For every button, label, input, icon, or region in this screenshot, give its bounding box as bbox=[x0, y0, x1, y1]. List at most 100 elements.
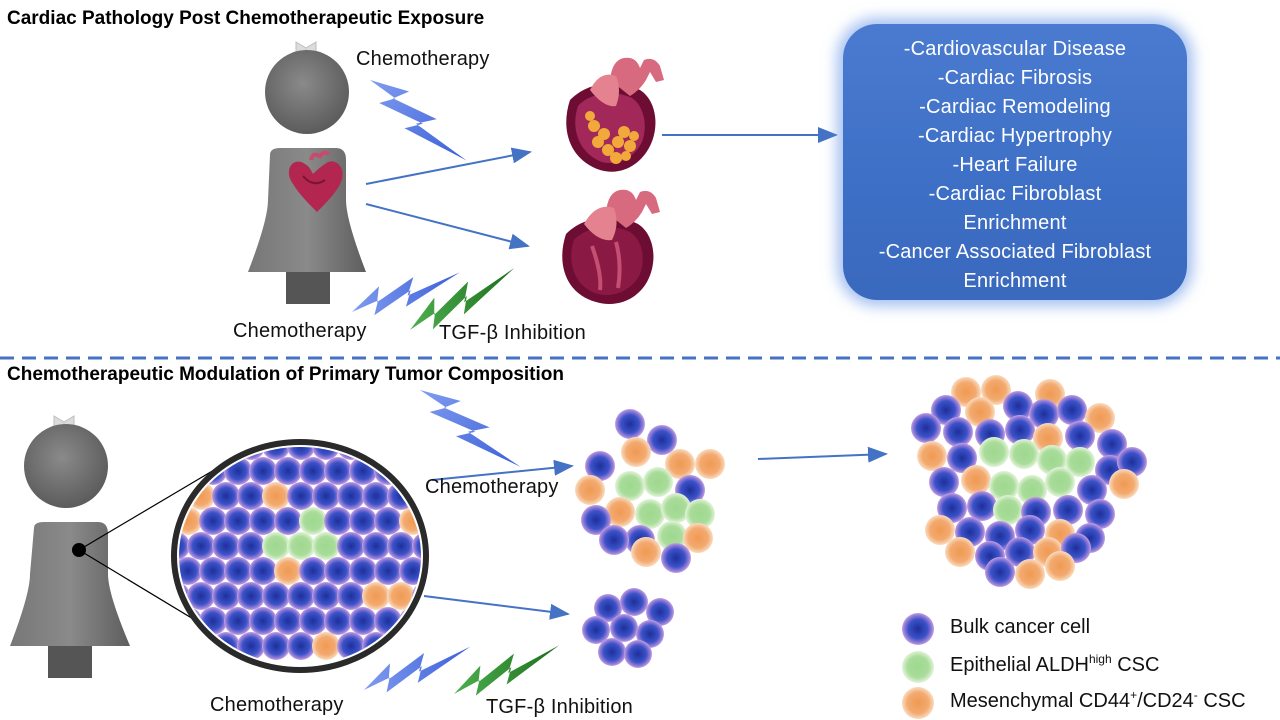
bulk-cell bbox=[620, 588, 648, 616]
bulk-cell bbox=[412, 632, 421, 660]
bulk-cell bbox=[187, 532, 215, 560]
bulk-cell bbox=[646, 598, 674, 626]
bulk-cell bbox=[1077, 475, 1107, 505]
epithelial-cell bbox=[989, 471, 1019, 501]
bulk-cell bbox=[237, 532, 265, 560]
bulk-cell bbox=[262, 582, 290, 610]
bulk-cell bbox=[349, 557, 377, 585]
bulk-cell bbox=[598, 638, 626, 666]
bulk-cell bbox=[1057, 395, 1087, 425]
bulk-cell bbox=[224, 607, 252, 635]
bulk-cell bbox=[212, 532, 240, 560]
bulk-cell bbox=[199, 557, 227, 585]
bulk-cell bbox=[412, 447, 421, 460]
zoom-line bbox=[78, 469, 215, 551]
mesenchymal-cell bbox=[1085, 403, 1115, 433]
epithelial-cell bbox=[1065, 447, 1095, 477]
bulk-cell bbox=[337, 482, 365, 510]
section-title-tumor: Chemotherapeutic Modulation of Primary T… bbox=[7, 364, 565, 385]
bulk-cell bbox=[324, 607, 352, 635]
bulk-cell bbox=[399, 457, 421, 485]
bulk-cell bbox=[1085, 499, 1115, 529]
outcome-item: -Cardiac Hypertrophy bbox=[917, 125, 1113, 147]
bulk-cell bbox=[581, 505, 611, 535]
bulk-cell bbox=[931, 395, 961, 425]
bulk-cell bbox=[179, 447, 190, 460]
mesenchymal-cell bbox=[1109, 469, 1139, 499]
mesenchymal-cell bbox=[961, 465, 991, 495]
mesenchymal-cell bbox=[362, 582, 390, 610]
bulk-cell bbox=[262, 447, 290, 460]
outcome-item: Enrichment bbox=[963, 270, 1067, 292]
mesenchymal-cell bbox=[179, 632, 190, 660]
bulk-cell bbox=[985, 557, 1015, 587]
epithelial-cell bbox=[287, 532, 315, 560]
mesenchymal-cell bbox=[945, 537, 975, 567]
bulk-cell bbox=[299, 607, 327, 635]
epithelial-cell bbox=[615, 471, 645, 501]
epithelial-cell bbox=[312, 532, 340, 560]
arrow bbox=[757, 446, 888, 463]
epithelial-cell bbox=[979, 437, 1009, 467]
bulk-cell bbox=[274, 507, 302, 535]
bulk-cell bbox=[287, 482, 315, 510]
bulk-cell bbox=[594, 594, 622, 622]
outcome-item: -Cardiac Fibrosis bbox=[937, 67, 1093, 89]
bulk-cell bbox=[249, 507, 277, 535]
mesenchymal-cell bbox=[917, 441, 947, 471]
arrow bbox=[431, 459, 574, 481]
bulk-cell bbox=[312, 447, 340, 460]
label-chemotherapy: Chemotherapy bbox=[425, 476, 559, 498]
bulk-cell bbox=[1029, 399, 1059, 429]
bulk-cell bbox=[610, 614, 638, 642]
bulk-cell bbox=[299, 457, 327, 485]
bulk-cell bbox=[615, 409, 645, 439]
mesenchymal-cell bbox=[387, 582, 415, 610]
bulk-cell bbox=[274, 607, 302, 635]
bulk-cell bbox=[362, 532, 390, 560]
bulk-cell bbox=[224, 557, 252, 585]
bulk-cell bbox=[249, 457, 277, 485]
bulk-cell bbox=[349, 607, 377, 635]
label-chemotherapy: Chemotherapy bbox=[356, 48, 490, 70]
heart-icon bbox=[566, 57, 664, 172]
bulk-cell bbox=[1065, 421, 1095, 451]
arrow bbox=[423, 595, 570, 620]
mesenchymal-cell bbox=[605, 497, 635, 527]
mesenchymal-cell bbox=[981, 375, 1011, 405]
outcome-item: -Cardiac Remodeling bbox=[919, 96, 1111, 118]
bulk-cell bbox=[374, 557, 402, 585]
bulk-cell bbox=[1053, 495, 1083, 525]
heart-icon bbox=[562, 189, 660, 304]
epithelial-cell bbox=[635, 499, 665, 529]
heart-icon bbox=[288, 150, 343, 212]
tumor-magnified-view bbox=[171, 439, 452, 673]
epithelial-cell bbox=[643, 467, 673, 497]
mesenchymal-cell bbox=[925, 515, 955, 545]
label-tgf-beta-inhibition: TGF-β Inhibition bbox=[439, 322, 586, 344]
arrow bbox=[365, 203, 530, 250]
bulk-cell bbox=[212, 582, 240, 610]
label-tgf-beta-inhibition: TGF-β Inhibition bbox=[486, 696, 633, 718]
lightning-bolt-icon bbox=[370, 80, 467, 161]
mesenchymal-cell bbox=[312, 632, 340, 660]
bulk-cell bbox=[374, 507, 402, 535]
cardiac-outcomes-box: -Cardiovascular Disease -Cardiac Fibrosi… bbox=[843, 24, 1187, 300]
bulk-cell bbox=[224, 507, 252, 535]
person-silhouette-bottom bbox=[10, 415, 130, 678]
mesenchymal-cell bbox=[621, 437, 651, 467]
bulk-cell bbox=[1003, 391, 1033, 421]
epithelial-cell bbox=[262, 532, 290, 560]
bulk-cell bbox=[424, 607, 452, 635]
bulk-cell bbox=[937, 493, 967, 523]
mesenchymal-cell bbox=[695, 449, 725, 479]
bulk-cell bbox=[911, 413, 941, 443]
bulk-cell bbox=[387, 532, 415, 560]
epithelial-cell bbox=[685, 499, 715, 529]
bulk-cell bbox=[424, 507, 452, 535]
bulk-cell bbox=[287, 447, 315, 460]
bulk-cell bbox=[324, 507, 352, 535]
bulk-cell bbox=[212, 482, 240, 510]
mesenchymal-cell-icon bbox=[902, 687, 934, 719]
bulk-cell bbox=[967, 491, 997, 521]
